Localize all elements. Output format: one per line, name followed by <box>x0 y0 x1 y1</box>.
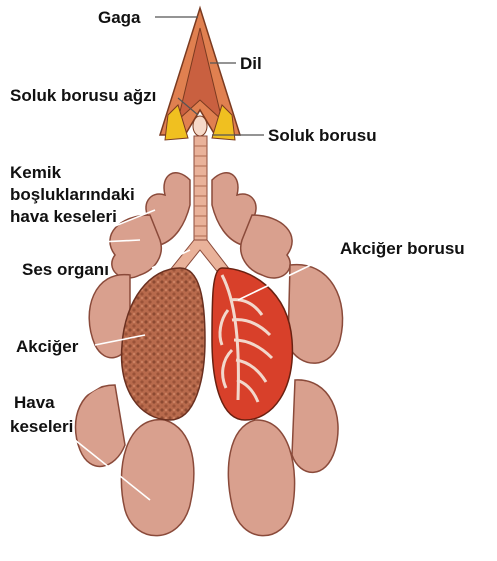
label-dil: Dil <box>240 54 262 73</box>
label-akciger-borusu: Akciğer borusu <box>340 239 465 258</box>
trachea <box>194 136 207 246</box>
abdominal-sac-right <box>228 420 294 536</box>
label-gaga: Gaga <box>98 8 141 27</box>
clavicular-sac-right <box>241 215 292 278</box>
label-akciger: Akciğer <box>16 337 79 356</box>
label-hava-line2: keseleri <box>10 417 73 436</box>
posterior-thoracic-left <box>75 385 125 466</box>
label-kemik-line1: Kemik <box>10 163 62 182</box>
label-ses-organi: Ses organı <box>22 260 109 279</box>
lung-left <box>122 268 205 420</box>
label-hava-line1: Hava <box>14 393 55 412</box>
label-kemik-line2: boşluklarındaki <box>10 185 135 204</box>
label-kemik-line3: hava keseleri <box>10 207 117 226</box>
label-soluk-borusu: Soluk borusu <box>268 126 377 145</box>
lung-right-group <box>212 268 292 420</box>
posterior-thoracic-right <box>292 380 338 472</box>
abdominal-air-sacs <box>121 420 294 536</box>
thoracic-air-sacs <box>75 265 342 473</box>
abdominal-sac-left <box>121 420 193 536</box>
anterior-thoracic-right <box>288 265 343 364</box>
glottis <box>193 116 207 136</box>
label-soluk-borusu-agzi: Soluk borusu ağzı <box>10 86 156 105</box>
beak-group <box>160 8 240 140</box>
